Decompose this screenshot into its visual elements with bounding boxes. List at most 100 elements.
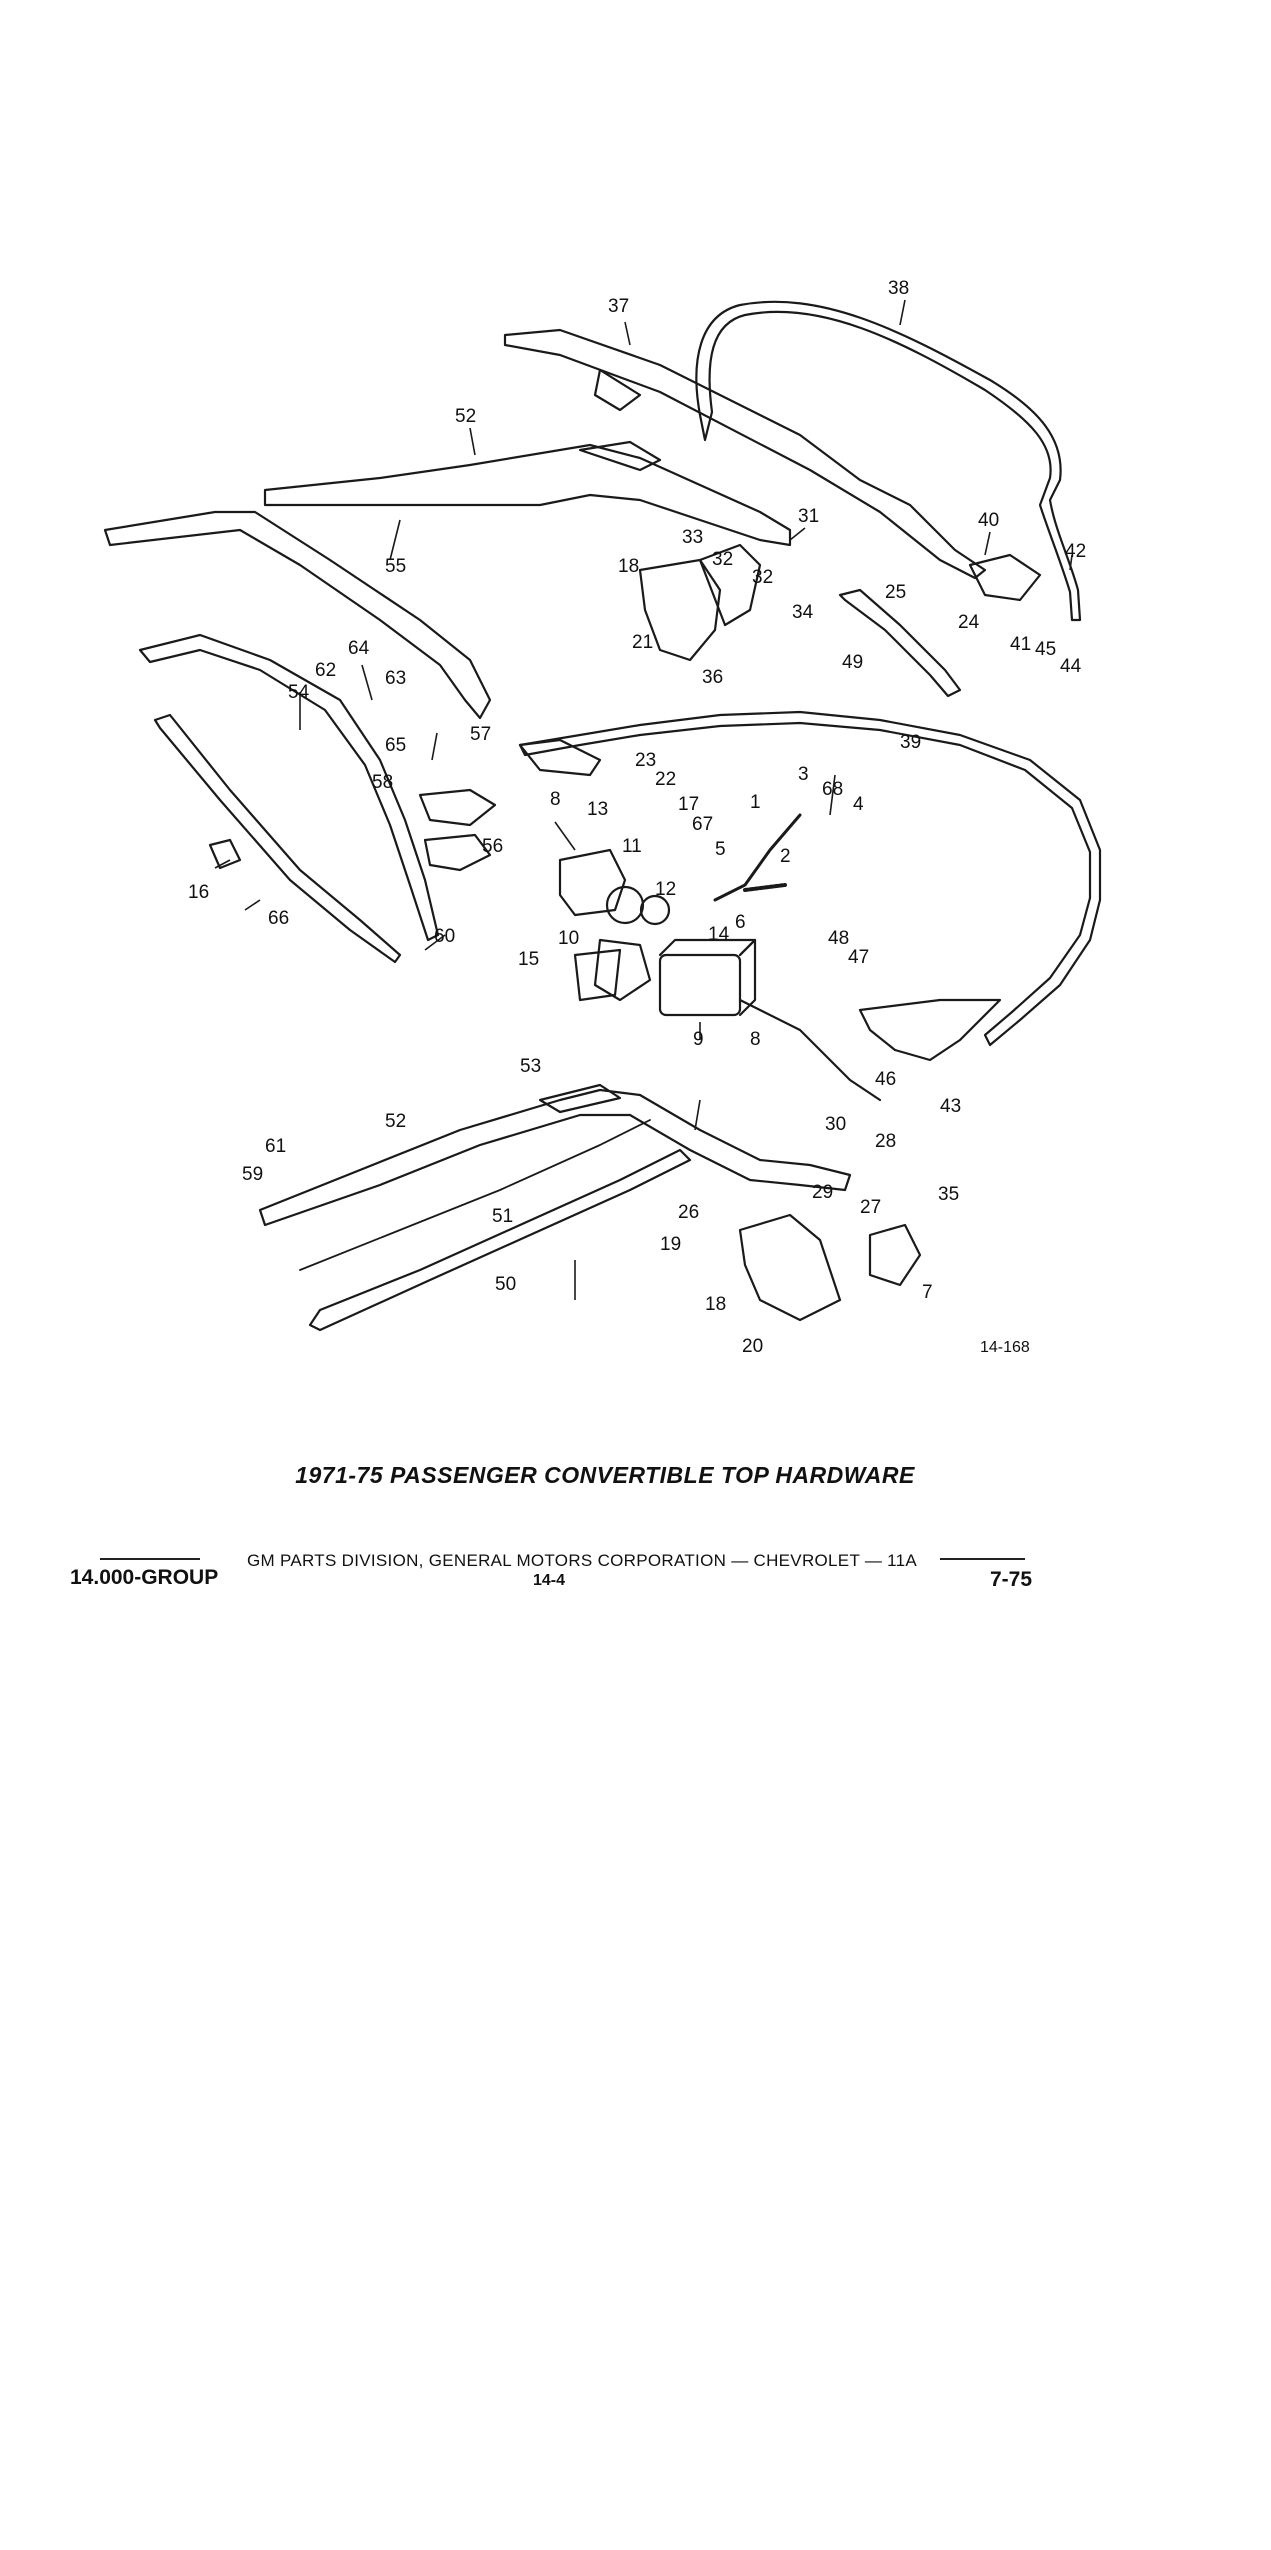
callout-18b: 18 (705, 1294, 726, 1315)
link-1 (713, 813, 802, 902)
callout-21: 21 (632, 632, 653, 653)
callout-32a: 32 (712, 549, 733, 570)
figure-number: 14-168 (980, 1339, 1030, 1356)
callout-31: 31 (798, 506, 819, 527)
callout-23: 23 (635, 750, 656, 771)
callout-20: 20 (742, 1336, 763, 1357)
footer-corporation: GM PARTS DIVISION, GENERAL MOTORS CORPOR… (247, 1551, 918, 1570)
callout-57: 57 (470, 724, 491, 745)
callout-41: 41 (1010, 634, 1031, 655)
callout-30: 30 (825, 1114, 846, 1135)
catch-57 (418, 788, 497, 827)
callout-32b: 32 (752, 567, 773, 588)
callout-12: 12 (655, 879, 676, 900)
callout-18a: 18 (618, 556, 639, 577)
callout-40: 40 (978, 510, 999, 531)
callout-19: 19 (660, 1234, 681, 1255)
side-rail-39 (518, 710, 1102, 1047)
callout-54: 54 (288, 682, 310, 703)
callout-39: 39 (900, 732, 921, 753)
bracket-15 (573, 948, 622, 1002)
top-rail-37 (503, 328, 987, 580)
callout-58: 58 (372, 772, 393, 793)
callout-56: 56 (482, 836, 503, 857)
callout-27: 27 (860, 1197, 881, 1218)
callout-47: 47 (848, 947, 869, 968)
exploded-parts-diagram: 37 38 52 31 40 42 33 32 32 18 25 24 41 4… (103, 278, 1102, 1357)
callout-15: 15 (518, 949, 539, 970)
footer-rule-right (940, 1558, 1025, 1560)
gearbox-13 (558, 848, 627, 917)
callout-13: 13 (587, 799, 608, 820)
callout-52b: 52 (385, 1111, 406, 1132)
callout-49: 49 (842, 652, 863, 673)
callout-66: 66 (268, 908, 289, 929)
footer-group: 14.000-GROUP (70, 1566, 219, 1589)
callout-25: 25 (885, 582, 906, 603)
callout-16: 16 (188, 882, 209, 903)
footer-rule-left (100, 1558, 200, 1560)
trim-strip-49 (838, 588, 962, 698)
callout-50: 50 (495, 1274, 516, 1295)
callout-26: 26 (678, 1202, 699, 1223)
callout-8a: 8 (550, 789, 561, 810)
weatherstrip-54 (138, 633, 440, 942)
callout-22: 22 (655, 769, 676, 790)
footer-page-number: 14-4 (533, 1572, 566, 1589)
callout-65: 65 (385, 735, 406, 756)
hinge-bracket-36 (698, 543, 762, 627)
callout-37: 37 (608, 296, 629, 317)
cable-8 (738, 998, 882, 1102)
spring-2 (743, 883, 787, 892)
callout-64: 64 (348, 638, 370, 659)
callout-42: 42 (1065, 541, 1086, 562)
callout-63: 63 (385, 668, 406, 689)
callout-24: 24 (958, 612, 980, 633)
callout-48: 48 (828, 928, 849, 949)
callout-43: 43 (940, 1096, 961, 1117)
hinge-plate-24 (968, 553, 1042, 602)
callout-14: 14 (708, 924, 730, 945)
catch-56 (423, 833, 492, 872)
callout-labels: 37 38 52 31 40 42 33 32 32 18 25 24 41 4… (188, 278, 1086, 1357)
callout-1: 1 (750, 792, 761, 813)
gear-11 (605, 885, 645, 925)
callout-46: 46 (875, 1069, 896, 1090)
callout-67: 67 (692, 814, 713, 835)
callout-11: 11 (622, 836, 642, 857)
callout-38: 38 (888, 278, 909, 299)
rear-bow-38 (695, 300, 1082, 622)
front-rail-55 (103, 510, 492, 720)
callout-35: 35 (938, 1184, 959, 1205)
hinge-bracket-18-upper (638, 558, 722, 662)
callout-68: 68 (822, 779, 843, 800)
bracket-16 (208, 838, 242, 870)
gear-12 (639, 894, 671, 926)
callout-17: 17 (678, 794, 699, 815)
callout-61: 61 (265, 1136, 286, 1157)
callout-51: 51 (492, 1206, 513, 1227)
callout-28: 28 (875, 1131, 896, 1152)
callout-62: 62 (315, 660, 336, 681)
cable-51 (299, 1119, 651, 1271)
side-rail-52-upper (263, 440, 792, 547)
callout-5: 5 (715, 839, 726, 860)
callout-9: 9 (693, 1029, 704, 1050)
callout-leaders (214, 299, 1073, 1300)
callout-3: 3 (798, 764, 809, 785)
callout-29: 29 (812, 1182, 833, 1203)
callout-7: 7 (922, 1282, 933, 1303)
retainer-66 (153, 713, 402, 964)
callout-36: 36 (702, 667, 723, 688)
pump-motor-9 (658, 953, 742, 1017)
strip-50 (308, 1148, 692, 1332)
callout-8b: 8 (750, 1029, 761, 1050)
callout-10: 10 (558, 928, 579, 949)
callout-55: 55 (385, 556, 406, 577)
callout-59: 59 (242, 1164, 263, 1185)
actuator-7 (868, 1223, 922, 1287)
callout-45: 45 (1035, 639, 1056, 660)
callout-44: 44 (1060, 656, 1082, 677)
figure-title: 1971-75 PASSENGER CONVERTIBLE TOP HARDWA… (295, 1462, 915, 1488)
callout-4: 4 (853, 794, 864, 815)
